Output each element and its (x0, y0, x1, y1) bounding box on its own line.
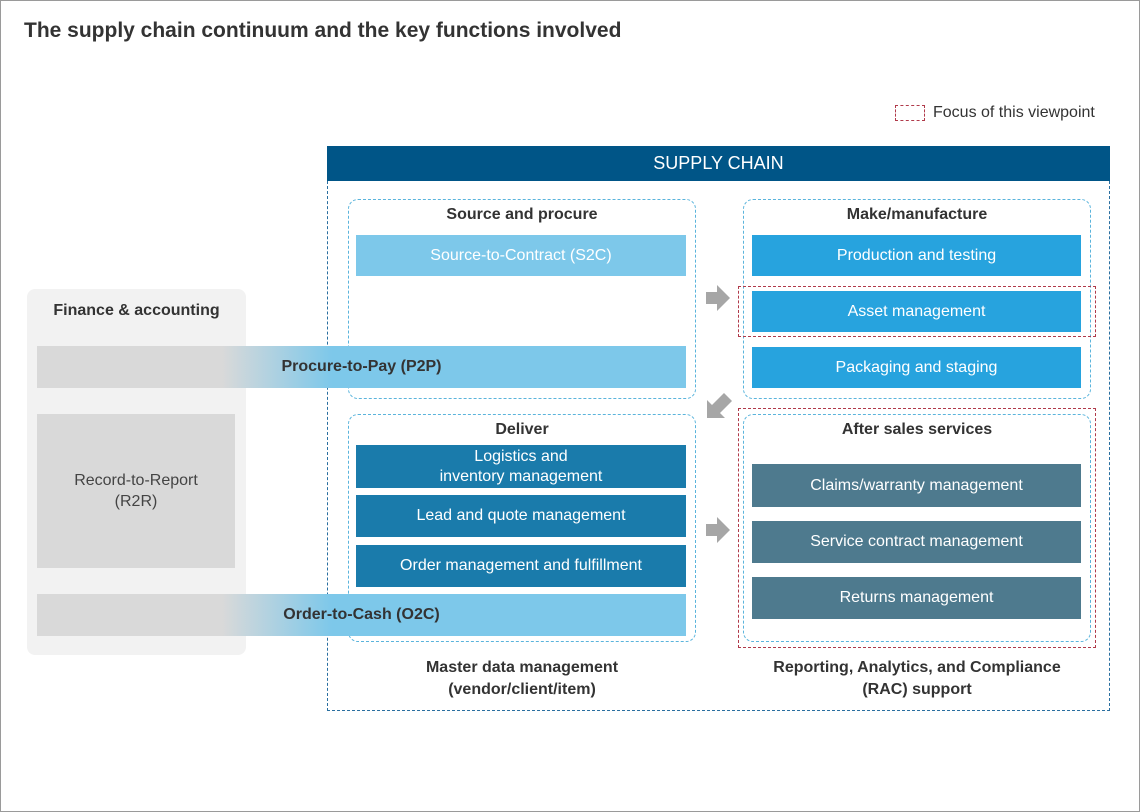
logistics-inventory-box: Logistics and inventory management (356, 445, 686, 488)
after-sales-focus-outline (738, 408, 1096, 648)
order-management-box: Order management and fulfillment (356, 545, 686, 587)
down-left-arrow-icon (707, 393, 732, 418)
legend: Focus of this viewpoint (895, 103, 1095, 123)
after-sales-title: After sales services (841, 421, 993, 438)
make-manufacture-title: Make/manufacture (846, 206, 988, 223)
mdm-line-2: (vendor/client/item) (448, 681, 596, 698)
packaging-staging-box: Packaging and staging (752, 347, 1081, 388)
procure-to-pay-bar: Procure-to-Pay (P2P) (37, 346, 686, 388)
source-procure-title: Source and procure (446, 206, 598, 223)
right-arrow-icon (706, 285, 730, 311)
legend-label: Focus of this viewpoint (933, 104, 1095, 121)
make-manufacture-zone (743, 199, 1091, 399)
rac-line-1: Reporting, Analytics, and Compliance (773, 659, 1061, 676)
r2r-line-2: (R2R) (114, 493, 158, 510)
supply-chain-header: SUPPLY CHAIN (327, 146, 1110, 181)
deliver-title: Deliver (495, 421, 549, 438)
focus-legend-swatch (895, 105, 925, 121)
service-contract-box: Service contract management (752, 521, 1081, 563)
logistics-line-1: Logistics and (474, 447, 568, 465)
asset-management-box: Asset management (752, 291, 1081, 332)
returns-management-box: Returns management (752, 577, 1081, 619)
logistics-line-2: inventory management (439, 467, 603, 485)
order-to-cash-bar: Order-to-Cash (O2C) (37, 594, 686, 636)
source-procure-zone (348, 199, 696, 399)
source-to-contract-box: Source-to-Contract (S2C) (356, 235, 686, 276)
asset-management-focus-outline (738, 286, 1096, 337)
finance-title: Finance & accounting (53, 302, 220, 319)
right-arrow-icon (706, 517, 730, 543)
supply-chain-container (327, 181, 1110, 711)
lead-quote-box: Lead and quote management (356, 495, 686, 537)
mdm-line-1: Master data management (425, 659, 619, 676)
record-to-report-box: Record-to-Report (R2R) (37, 414, 235, 568)
master-data-management-label: Master data management (vendor/client/it… (348, 657, 696, 701)
production-testing-box: Production and testing (752, 235, 1081, 276)
rac-line-2: (RAC) support (862, 681, 972, 698)
page-title: The supply chain continuum and the key f… (24, 19, 622, 42)
rac-support-label: Reporting, Analytics, and Compliance (RA… (743, 657, 1091, 701)
deliver-zone (348, 414, 696, 642)
r2r-line-1: Record-to-Report (74, 472, 198, 489)
after-sales-zone (743, 414, 1091, 642)
claims-warranty-box: Claims/warranty management (752, 464, 1081, 507)
